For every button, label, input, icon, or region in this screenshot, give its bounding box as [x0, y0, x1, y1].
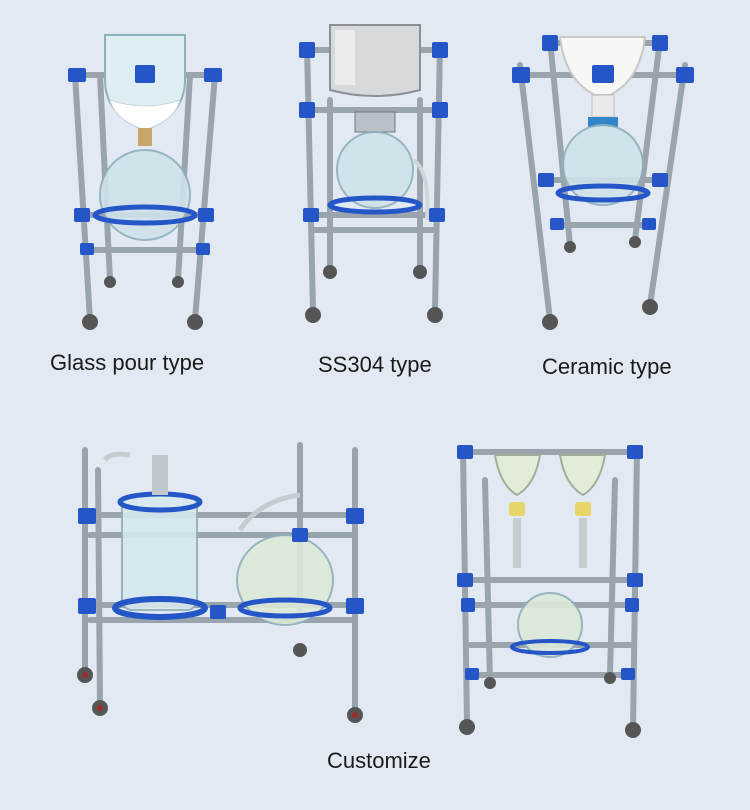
product-photo-customize-large-system — [70, 440, 370, 740]
caption-ceramic-type: Ceramic type — [542, 354, 672, 379]
caption-customize: Customize — [327, 748, 431, 773]
product-photo-ceramic-type — [500, 25, 700, 335]
glass-pour-type-illustration — [68, 34, 222, 330]
customize-large-system-illustration — [77, 442, 364, 723]
customize-twin-funnel-illustration — [457, 445, 643, 738]
ss304-type-illustration — [299, 24, 448, 323]
caption-ss304-type: SS304 type — [318, 352, 432, 377]
product-photo-glass-pour-type — [60, 20, 230, 340]
product-photo-customize-twin-funnel — [455, 440, 645, 740]
ceramic-type-illustration — [512, 35, 694, 330]
product-photo-ss304-type — [295, 20, 455, 335]
caption-glass-pour-type: Glass pour type — [50, 350, 205, 375]
